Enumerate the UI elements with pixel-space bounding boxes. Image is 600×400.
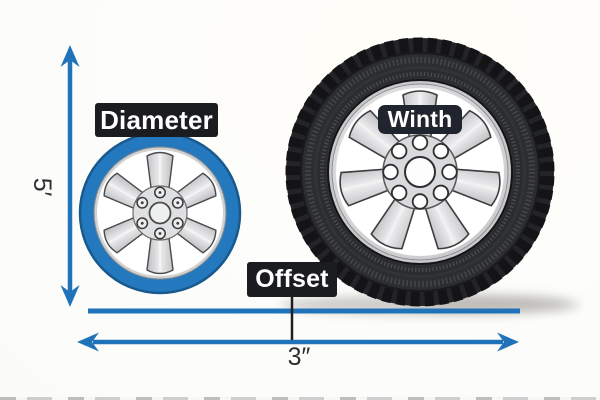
bottom-edge-artifact [0, 397, 600, 400]
diameter-label: Diameter [95, 103, 218, 137]
rim-spokes [335, 89, 505, 254]
offset-label-text: Offset [255, 265, 329, 293]
small-center-bore [148, 201, 172, 225]
horizontal-measurement-value: 3″ [287, 343, 311, 371]
tire-illustration [285, 37, 555, 307]
small-wheel-spokes [100, 151, 220, 275]
width-label: Winth [378, 105, 462, 134]
offset-label: Offset [247, 262, 337, 297]
tire-texture-band-inner [320, 72, 520, 272]
arrowhead-left-icon [77, 332, 99, 352]
vertical-measurement-value: 5′ [28, 177, 56, 197]
center-bore [404, 156, 436, 188]
tire-texture-band-outer [305, 57, 535, 287]
tire-tread-blocks [285, 37, 555, 307]
blue-wheel-illustration [78, 131, 242, 295]
diameter-label-text: Diameter [100, 104, 213, 135]
arrowhead-right-icon [497, 332, 519, 352]
arrowhead-up-icon [60, 45, 80, 67]
width-label-text: Winth [387, 106, 453, 132]
